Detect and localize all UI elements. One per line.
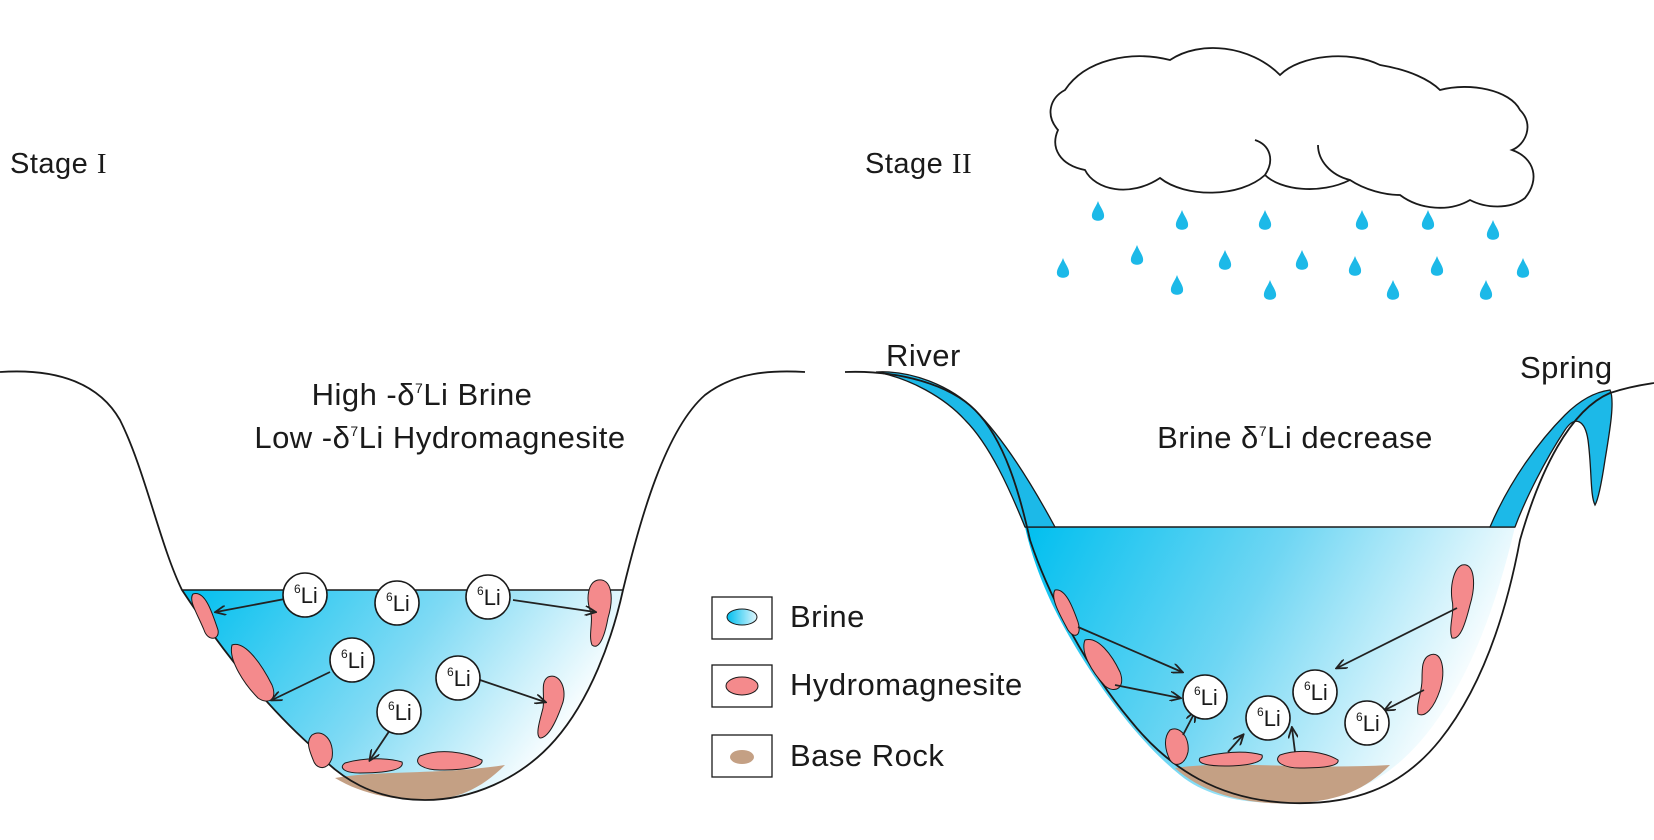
li-migration-arrow xyxy=(512,599,595,612)
li6-ion: 6Li xyxy=(435,655,481,701)
raindrop-icon xyxy=(1258,210,1272,230)
stage-1-hydromagnesite-caption: Low -δ7Li Hydromagnesite xyxy=(254,420,625,455)
li6-ion: 6Li xyxy=(1292,669,1338,715)
li6-ion-circle xyxy=(1245,695,1291,741)
stage-2-panel: Stage II 6Li xyxy=(844,47,1654,805)
hydromagnesite-blob xyxy=(1450,564,1475,639)
legend-base-rock-swatch xyxy=(730,750,754,764)
hydromagnesite-blob xyxy=(587,579,612,647)
raindrop-icon xyxy=(1056,258,1070,278)
cloud-inner-line xyxy=(1254,139,1272,176)
raindrop-icon xyxy=(1170,275,1184,295)
stage-1-title: Stage I xyxy=(10,148,107,180)
raindrop-icon xyxy=(1295,250,1309,270)
stage-1-base-rock xyxy=(335,765,505,800)
raindrop-icon xyxy=(1479,280,1493,300)
li6-ion: 6Li xyxy=(1182,674,1228,720)
li-migration-arrow xyxy=(1292,728,1295,753)
li6-ion-circle xyxy=(1344,700,1390,746)
li6-ion-circle xyxy=(374,580,420,626)
li6-ion: 6Li xyxy=(1344,700,1390,746)
raindrop-icon xyxy=(1130,245,1144,265)
li6-ion-circle xyxy=(1292,669,1338,715)
li6-ion: 6Li xyxy=(374,580,420,626)
raindrop-icon xyxy=(1486,220,1500,240)
raindrop-icon xyxy=(1430,256,1444,276)
li-migration-arrow xyxy=(1337,607,1458,668)
li6-ion-label: 6Li xyxy=(388,699,412,725)
li-migration-arrow xyxy=(1114,684,1180,698)
li6-ion-circle xyxy=(465,574,511,620)
legend-hydromagnesite-label: Hydromagnesite xyxy=(790,667,1023,702)
legend-hydromagnesite-swatch xyxy=(725,676,759,696)
legend: Brine Hydromagnesite Base Rock xyxy=(711,596,1023,778)
li6-ion: 6Li xyxy=(329,637,375,683)
li6-ion: 6Li xyxy=(1245,695,1291,741)
river-label: River xyxy=(886,338,961,373)
raindrop-icon xyxy=(1263,280,1277,300)
li6-ion-label: 6Li xyxy=(386,590,410,616)
stage-2-basin-outline xyxy=(844,370,1654,805)
li6-ion-label: 6Li xyxy=(341,647,365,673)
legend-base-rock-label: Base Rock xyxy=(790,738,944,773)
stage-2-brine xyxy=(1025,527,1515,803)
raindrop-icon xyxy=(1091,201,1105,221)
cloud-inner-line xyxy=(1317,144,1351,181)
cloud-icon xyxy=(1049,47,1535,209)
hydromagnesite-blob xyxy=(417,751,483,771)
raindrop-icon xyxy=(1386,280,1400,300)
li-migration-arrow xyxy=(1227,735,1243,753)
raindrop-icon xyxy=(1421,210,1435,230)
hydromagnesite-blob xyxy=(1053,589,1080,636)
hydromagnesite-blob xyxy=(308,732,333,768)
li-migration-arrow xyxy=(479,679,545,702)
li-migration-arrow xyxy=(1077,626,1182,672)
li6-ion-label: 6Li xyxy=(1356,710,1380,736)
legend-hydromagnesite-swatch-box xyxy=(711,664,773,708)
stage-1-basin-outline xyxy=(0,370,806,801)
spring-label: Spring xyxy=(1520,350,1613,385)
rain-drops xyxy=(1056,201,1530,300)
li6-ion-label: 6Li xyxy=(1194,684,1218,710)
li6-ion-circle xyxy=(1182,674,1228,720)
stage-2-title: Stage II xyxy=(865,148,972,180)
li6-ion-circle xyxy=(376,689,422,735)
hydromagnesite-blob xyxy=(1198,751,1263,767)
raindrop-icon xyxy=(1348,256,1362,276)
li-migration-arrow xyxy=(272,671,331,700)
hydromagnesite-blob xyxy=(1083,639,1123,690)
li-migration-arrow xyxy=(370,729,391,760)
spring-stream xyxy=(1489,389,1613,528)
li6-ion-label: 6Li xyxy=(1257,705,1281,731)
li6-ion: 6Li xyxy=(376,689,422,735)
li6-ion-label: 6Li xyxy=(1304,679,1328,705)
li-migration-arrow xyxy=(1385,689,1425,710)
stage-1-brine-caption: High -δ7Li Brine xyxy=(312,377,533,412)
stage-2-brine-caption: Brine δ7Li decrease xyxy=(1157,420,1433,455)
li6-ion-circle xyxy=(329,637,375,683)
raindrop-icon xyxy=(1218,250,1232,270)
raindrop-icon xyxy=(1175,210,1189,230)
li6-ion-label: 6Li xyxy=(447,665,471,691)
hydromagnesite-blob xyxy=(191,593,219,639)
li6-ion-circle xyxy=(435,655,481,701)
li6-ion-circle xyxy=(282,572,328,618)
li-migration-arrow xyxy=(216,597,291,612)
li6-ion-label: 6Li xyxy=(294,582,318,608)
hydromagnesite-blob xyxy=(1417,653,1444,716)
stage-1-panel: Stage I 6Li 6Li 6Li 6Li 6Li 6Li High -δ7… xyxy=(0,148,806,801)
river-stream xyxy=(875,371,1057,528)
li6-ion: 6Li xyxy=(465,574,511,620)
raindrop-icon xyxy=(1516,258,1530,278)
li6-ion: 6Li xyxy=(282,572,328,618)
hydromagnesite-blob xyxy=(1277,750,1339,769)
legend-brine-swatch xyxy=(726,608,758,626)
legend-brine-label: Brine xyxy=(790,599,865,634)
raindrop-icon xyxy=(1355,210,1369,230)
li6-ion-label: 6Li xyxy=(477,584,501,610)
stage-2-base-rock xyxy=(1175,764,1390,804)
